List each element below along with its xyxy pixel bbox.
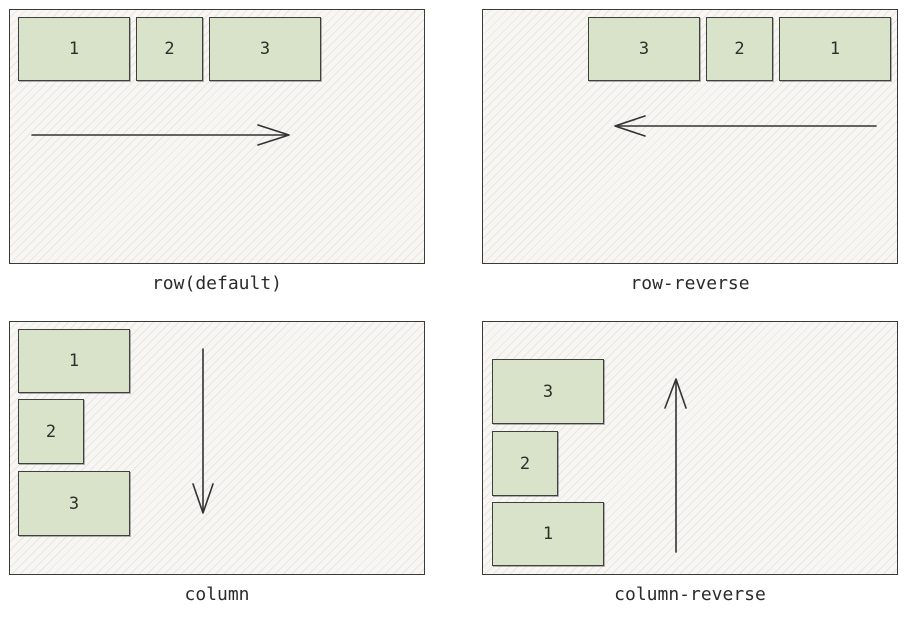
item-box-row-1: 1: [18, 17, 130, 81]
panel-row-reverse: 3 2 1: [482, 9, 898, 264]
item-box-row-reverse-1: 1: [779, 17, 891, 81]
item-box-column-2: 2: [18, 399, 84, 464]
panel-column: 1 2 3: [9, 321, 425, 575]
caption-row: row(default): [151, 273, 283, 294]
arrow-up-icon: [664, 378, 687, 553]
item-box-row-2: 2: [136, 17, 203, 81]
item-box-row-reverse-2: 2: [706, 17, 773, 81]
arrow-right-icon: [31, 124, 290, 146]
item-box-row-reverse-3: 3: [588, 17, 700, 81]
arrow-down-icon: [192, 348, 214, 514]
item-box-column-3: 3: [18, 471, 130, 536]
item-box-column-reverse-3: 3: [492, 359, 604, 424]
item-box-column-reverse-2: 2: [492, 431, 558, 496]
item-box-row-3: 3: [209, 17, 321, 81]
caption-row-reverse: row-reverse: [630, 273, 750, 294]
item-box-column-reverse-1: 1: [492, 502, 604, 566]
panel-row: 1 2 3: [9, 9, 425, 264]
arrow-left-icon: [614, 115, 877, 137]
caption-column: column: [184, 584, 250, 605]
caption-column-reverse: column-reverse: [614, 584, 766, 605]
panel-column-reverse: 3 2 1: [482, 321, 898, 575]
item-box-column-1: 1: [18, 329, 130, 393]
